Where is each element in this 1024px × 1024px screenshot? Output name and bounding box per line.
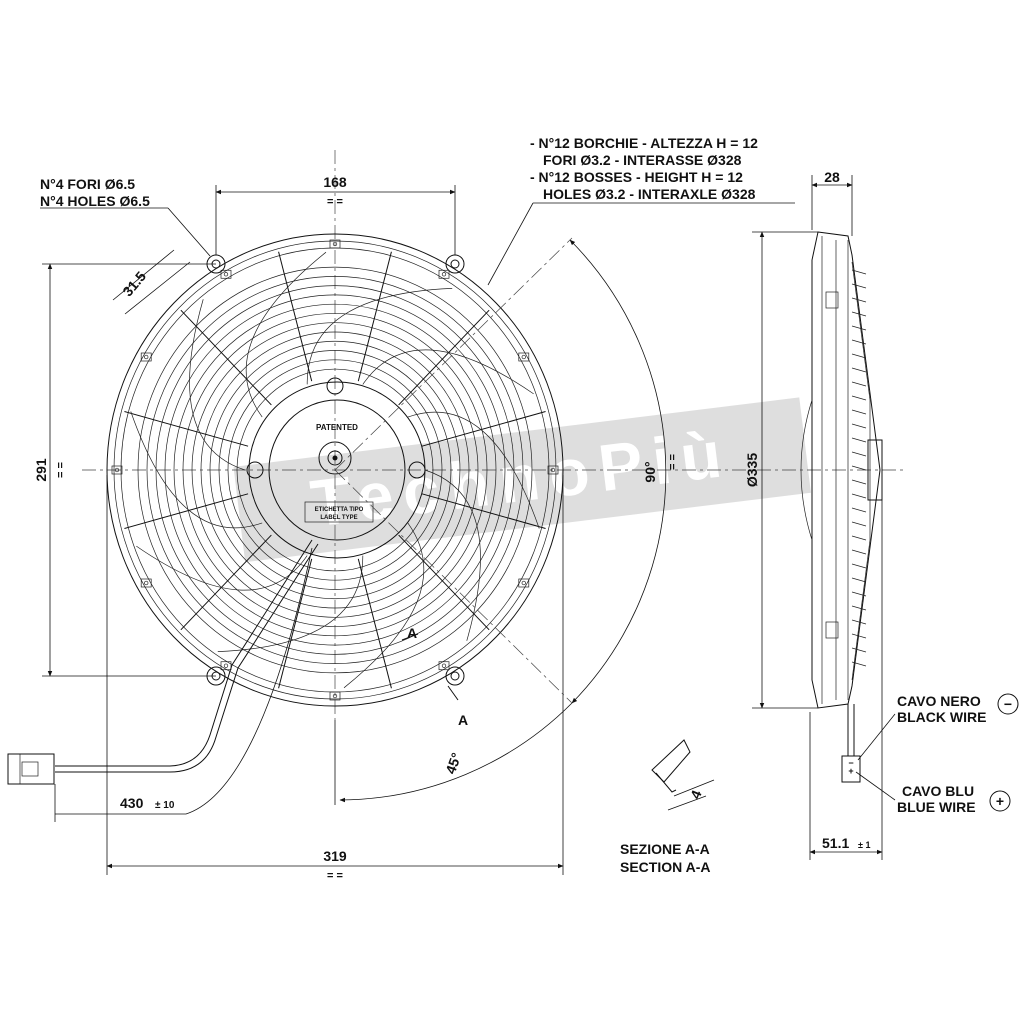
svg-text:= =: = = [327, 196, 343, 208]
guard-rings [137, 266, 533, 674]
fan-blades [130, 251, 540, 689]
bosses-note-it-2: FORI Ø3.2 - INTERASSE Ø328 [543, 152, 742, 168]
black-wire-en: BLACK WIRE [897, 709, 986, 725]
svg-text:−: − [1004, 696, 1012, 712]
section-dim-4: 4 [687, 788, 705, 801]
svg-text:−: − [848, 758, 853, 768]
guard-spoke [398, 309, 490, 406]
type-label-it: ETICHETTA TIPO [315, 507, 364, 513]
section-title-it: SEZIONE A-A [620, 841, 710, 857]
fan-blade [245, 251, 327, 418]
blue-wire-it: CAVO BLU [902, 783, 974, 799]
side-dim-diameter: Ø335 [744, 453, 760, 487]
svg-text:= =: = = [327, 870, 343, 882]
svg-text:= =: = = [55, 462, 67, 478]
guard-spoke [278, 251, 313, 382]
angle-90: 90° [642, 461, 658, 482]
fan-blade [407, 411, 540, 529]
dim-430-tol: ± 10 [155, 800, 175, 811]
blue-wire-en: BLUE WIRE [897, 799, 976, 815]
type-label-plate [304, 501, 374, 523]
dim-319: 319 [323, 848, 347, 864]
type-label-en: LABEL TYPE [320, 515, 357, 521]
dim-168: 168 [323, 174, 347, 190]
hub-lug-top [326, 377, 344, 395]
holes-note-en: N°4 HOLES Ø6.5 [40, 193, 150, 209]
guard-spoke [357, 558, 392, 689]
power-cable [55, 539, 313, 767]
guard-spokes [124, 251, 546, 689]
front-dimensions: 168 = = 31.5 291 = = 319 = = 430 ± 10 [33, 174, 795, 882]
section-mark-a-bottom: A [458, 712, 468, 728]
fan-blade [189, 299, 246, 471]
fan-blade [136, 545, 308, 591]
svg-text:= =: = = [667, 454, 679, 470]
dim-31-5: 31.5 [119, 268, 149, 299]
dim-430: 430 [120, 795, 144, 811]
section-mark-a-top: A [407, 625, 417, 641]
side-motor [867, 439, 883, 501]
fan-blade [362, 349, 534, 395]
minus-symbol [997, 693, 1019, 715]
guard-spoke [421, 411, 546, 447]
side-dim-total: 51.1 [822, 835, 849, 851]
guard-spoke [421, 493, 546, 529]
shaft-center [332, 455, 338, 461]
shroud-inner-edge [113, 240, 557, 700]
dim-291: 291 [33, 458, 49, 482]
hub-lug-right [408, 461, 426, 479]
section-title-en: SECTION A-A [620, 859, 710, 875]
outer-shroud-ring [106, 233, 564, 707]
fan-blade [306, 288, 453, 385]
side-dim-total-tol: ± 1 [858, 840, 870, 850]
svg-text:+: + [848, 766, 853, 776]
fan-blade [424, 469, 481, 641]
guard-spoke [180, 534, 272, 631]
black-wire-it: CAVO NERO [897, 693, 981, 709]
motor-shaft [327, 450, 343, 466]
patented-label: PATENTED [316, 423, 358, 432]
bosses-note-it-1: - N°12 BORCHIE - ALTEZZA H = 12 [530, 135, 758, 151]
guard-spoke [180, 309, 272, 406]
fan-blade [217, 555, 364, 652]
hub-lug-left [246, 461, 264, 479]
guard-spoke [398, 534, 490, 631]
plus-symbol [989, 790, 1011, 812]
power-cable-second-wire [55, 543, 319, 773]
fan-front-view: PATENTED ETICHETTA TIPO LABEL TYPE [7, 150, 905, 785]
bosses-note-en-1: - N°12 BOSSES - HEIGHT H = 12 [530, 169, 743, 185]
guard-spoke [357, 251, 392, 382]
section-a-a-detail: 4 SEZIONE A-A SECTION A-A [620, 739, 715, 875]
angle-45: 45° [442, 751, 464, 776]
fan-blade [343, 522, 425, 689]
bosses-note-en-2: HOLES Ø3.2 - INTERAXLE Ø328 [543, 186, 756, 202]
motor-shaft-boss [318, 441, 352, 475]
motor-hub-inner [268, 399, 406, 541]
guard-spoke [124, 411, 249, 447]
cable-connector [7, 753, 55, 785]
fan-blade [130, 411, 263, 529]
shroud-bosses [111, 239, 559, 701]
guard-spoke [124, 493, 249, 529]
side-dim-28: 28 [824, 169, 840, 185]
holes-note-it: N°4 FORI Ø6.5 [40, 176, 135, 192]
side-connector [841, 755, 861, 783]
fan-side-view: + − 28 Ø335 51.1 ± 1 [744, 169, 896, 860]
guard-spoke [278, 558, 313, 689]
svg-text:+: + [996, 793, 1004, 809]
